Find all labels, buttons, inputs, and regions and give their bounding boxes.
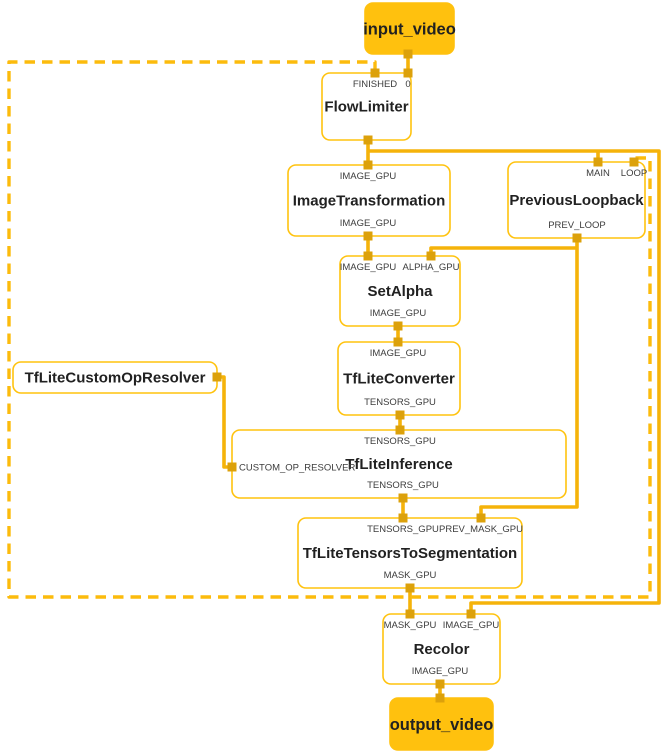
- node-title-tflite_custom_op_resolver: TfLiteCustomOpResolver: [25, 370, 206, 387]
- node-tflite_custom_op_resolver: TfLiteCustomOpResolver: [12, 361, 222, 394]
- edge-customopresolver-to-tfliteinference: [219, 375, 232, 469]
- node-flow_limiter: FlowLimiter FINISHED 0: [321, 68, 413, 145]
- port-label-flow_limiter-finished: FINISHED: [353, 79, 397, 90]
- node-recolor: Recolor MASK_GPU IMAGE_GPU IMAGE_GPU: [382, 609, 501, 689]
- node-title-tflite_tensors_to_segmentation: TfLiteTensorsToSegmentation: [303, 545, 517, 562]
- port-output_video-top[interactable]: [435, 693, 445, 703]
- port-tflite_inference-custom_op_resolver[interactable]: [227, 462, 237, 472]
- node-title-image_transformation: ImageTransformation: [293, 193, 446, 210]
- port-label-recolor-mask_gpu: MASK_GPU: [384, 620, 437, 631]
- node-tflite_converter: TfLiteConverter IMAGE_GPU TENSORS_GPU: [337, 337, 461, 420]
- port-label-tflite_converter-tensors_gpu: TENSORS_GPU: [364, 397, 436, 408]
- node-output_video: output_video: [389, 693, 494, 751]
- node-input_video: input_video: [363, 2, 456, 59]
- port-label-image_transformation-image_gpu: IMAGE_GPU: [340, 171, 397, 182]
- port-label-set_alpha-image_gpu: IMAGE_GPU: [370, 308, 427, 319]
- port-input_video-bottom[interactable]: [403, 49, 413, 59]
- node-title-previous_loopback: PreviousLoopback: [509, 192, 644, 209]
- edge-prevloop-to-setalpha-alpha-gpu: [429, 246, 577, 256]
- edge-prevloop-to-segmentation-prev-mask-gpu: [479, 240, 579, 518]
- port-label-tflite_inference-custom_op_resolver: CUSTOM_OP_RESOLVER: [239, 463, 355, 474]
- port-label-previous_loopback-prev_loop: PREV_LOOP: [548, 220, 606, 231]
- port-label-recolor-image_gpu: IMAGE_GPU: [412, 666, 469, 677]
- node-title-recolor: Recolor: [414, 641, 470, 658]
- port-set_alpha-image_gpu[interactable]: [363, 251, 373, 261]
- port-set_alpha-alpha_gpu[interactable]: [426, 251, 436, 261]
- port-label-image_transformation-image_gpu: IMAGE_GPU: [340, 218, 397, 229]
- port-label-tflite_inference-tensors_gpu: TENSORS_GPU: [364, 436, 436, 447]
- backedge-backedge-mask-to-finished-and-loop: [7, 60, 652, 599]
- node-title-set_alpha: SetAlpha: [367, 283, 433, 300]
- port-tflite_converter-tensors_gpu[interactable]: [395, 410, 405, 420]
- node-tflite_inference: TfLiteInferenceTENSORS_GPUCUSTOM_OP_RESO…: [227, 425, 567, 503]
- port-image_transformation-image_gpu[interactable]: [363, 231, 373, 241]
- port-previous_loopback-main[interactable]: [593, 157, 603, 167]
- port-tflite_inference-tensors_gpu[interactable]: [395, 425, 405, 435]
- port-label-set_alpha-image_gpu: IMAGE_GPU: [340, 262, 397, 273]
- port-recolor-image_gpu[interactable]: [435, 679, 445, 689]
- port-label-tflite_converter-image_gpu: IMAGE_GPU: [370, 348, 427, 359]
- port-label-set_alpha-alpha_gpu: ALPHA_GPU: [402, 262, 459, 273]
- port-tflite_tensors_to_segmentation-mask_gpu[interactable]: [405, 583, 415, 593]
- port-recolor-image_gpu[interactable]: [466, 609, 476, 619]
- port-recolor-mask_gpu[interactable]: [405, 609, 415, 619]
- port-label-tflite_tensors_to_segmentation-mask_gpu: MASK_GPU: [384, 570, 437, 581]
- port-label-flow_limiter-0: 0: [405, 79, 410, 90]
- port-tflite_inference-tensors_gpu[interactable]: [398, 493, 408, 503]
- port-label-tflite_tensors_to_segmentation-tensors_gpu: TENSORS_GPU: [367, 524, 439, 535]
- node-title-output_video: output_video: [390, 716, 494, 734]
- node-title-input_video: input_video: [363, 21, 456, 39]
- port-tflite_tensors_to_segmentation-prev_mask_gpu[interactable]: [476, 513, 486, 523]
- port-previous_loopback-loop[interactable]: [629, 157, 639, 167]
- node-title-flow_limiter: FlowLimiter: [324, 99, 408, 116]
- port-flow_limiter-bottom[interactable]: [363, 135, 373, 145]
- port-label-previous_loopback-main: MAIN: [586, 168, 610, 179]
- port-set_alpha-image_gpu[interactable]: [393, 321, 403, 331]
- port-flow_limiter-finished[interactable]: [370, 68, 380, 78]
- port-tflite_converter-image_gpu[interactable]: [393, 337, 403, 347]
- node-title-tflite_converter: TfLiteConverter: [343, 371, 455, 388]
- port-tflite_tensors_to_segmentation-tensors_gpu[interactable]: [398, 513, 408, 523]
- node-title-tflite_inference: TfLiteInference: [345, 456, 453, 473]
- port-label-previous_loopback-loop: LOOP: [621, 168, 647, 179]
- node-previous_loopback: PreviousLoopback MAIN LOOP PREV_LOOP: [507, 157, 647, 243]
- port-label-tflite_tensors_to_segmentation-prev_mask_gpu: PREV_MASK_GPU: [439, 524, 523, 535]
- port-flow_limiter-0[interactable]: [403, 68, 413, 78]
- port-label-tflite_inference-tensors_gpu: TENSORS_GPU: [367, 480, 439, 491]
- port-image_transformation-image_gpu[interactable]: [363, 160, 373, 170]
- edge-flowlimiter-to-recolor-image-gpu: [368, 149, 661, 614]
- port-tflite_custom_op_resolver-right[interactable]: [212, 372, 222, 382]
- port-label-recolor-image_gpu: IMAGE_GPU: [443, 620, 500, 631]
- port-previous_loopback-prev_loop[interactable]: [572, 233, 582, 243]
